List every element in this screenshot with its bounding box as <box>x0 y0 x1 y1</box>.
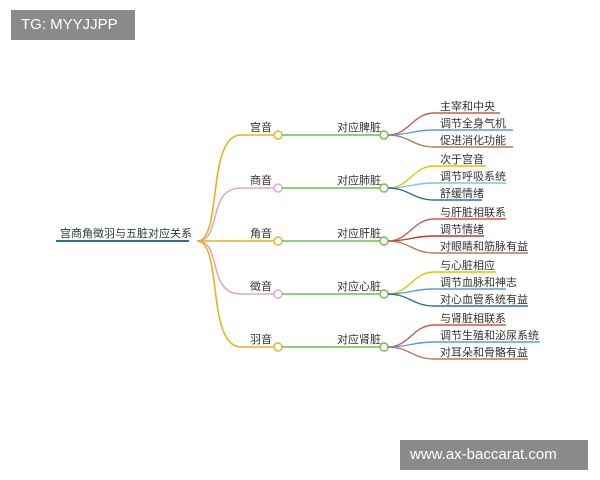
leaf-label-4-2: 对耳朵和骨骼有益 <box>440 345 528 359</box>
leaf-connector-4-2 <box>387 346 435 360</box>
tone-label-0: 宫音 <box>250 120 272 134</box>
branch-connector-3 <box>196 240 242 295</box>
branch-connector-0 <box>196 134 242 242</box>
leaf-label-1-2: 舒缓情绪 <box>440 186 484 200</box>
tone-node-0 <box>273 130 283 140</box>
leaf-connector-3-2 <box>387 293 435 307</box>
leaf-connector-2-0 <box>387 218 435 242</box>
leaf-label-3-0: 与心脏相应 <box>440 258 495 272</box>
leaf-label-1-1: 调节呼吸系统 <box>440 170 506 183</box>
leaf-connector-2-1 <box>387 235 435 242</box>
tone-node-4 <box>273 342 283 352</box>
leaf-label-0-2: 促进消化功能 <box>440 133 506 147</box>
organ-label-1: 对应肺脏 <box>337 173 381 187</box>
organ-node-4 <box>379 342 389 352</box>
organ-label-2: 对应肝脏 <box>337 226 381 240</box>
tone-node-1 <box>273 183 283 193</box>
leaf-connector-3-0 <box>387 271 435 295</box>
branch-connector-1 <box>196 187 242 242</box>
leaf-label-2-2: 对眼睛和筋脉有益 <box>440 239 528 253</box>
leaf-label-3-1: 调节血脉和神志 <box>440 275 517 289</box>
tone-label-2: 角音 <box>250 226 272 240</box>
leaf-label-3-2: 对心血管系统有益 <box>440 292 528 306</box>
tone-node-2 <box>273 236 283 246</box>
organ-node-1 <box>379 183 389 193</box>
leaf-connector-2-2 <box>387 240 435 254</box>
leaf-label-4-1: 调节生殖和泌尿系统 <box>440 328 539 342</box>
watermark-bottom: www.ax-baccarat.com <box>400 440 588 470</box>
leaf-label-0-1: 调节全身气机 <box>440 116 506 130</box>
organ-label-4: 对应肾脏 <box>337 332 381 346</box>
organ-node-0 <box>379 130 389 140</box>
tone-node-3 <box>273 289 283 299</box>
organ-node-2 <box>379 236 389 246</box>
leaf-connector-4-0 <box>387 324 435 348</box>
leaf-connector-1-0 <box>387 165 435 189</box>
leaf-connector-3-1 <box>387 288 435 295</box>
leaf-connector-4-1 <box>387 341 435 348</box>
leaf-connector-0-2 <box>387 134 435 148</box>
root-label: 宫商角徵羽与五脏对应关系 <box>60 226 192 240</box>
leaf-connector-0-1 <box>387 129 435 136</box>
leaf-connector-1-1 <box>387 182 435 189</box>
organ-label-0: 对应脾脏 <box>337 120 381 134</box>
leaf-label-2-0: 与肝脏相联系 <box>440 206 506 219</box>
organ-label-3: 对应心脏 <box>337 279 381 293</box>
tone-label-1: 商音 <box>250 173 272 187</box>
leaf-connector-0-0 <box>387 112 435 136</box>
organ-node-3 <box>379 289 389 299</box>
leaf-connector-1-2 <box>387 187 435 201</box>
branch-connector-4 <box>196 240 242 348</box>
tone-label-4: 羽音 <box>250 332 272 346</box>
leaf-label-0-0: 主宰和中央 <box>440 99 495 113</box>
leaf-label-4-0: 与肾脏相联系 <box>440 312 506 325</box>
watermark-top: TG: MYYJJPP <box>11 10 135 40</box>
leaf-label-1-0: 次于宫音 <box>440 152 484 166</box>
leaf-label-2-1: 调节情绪 <box>440 222 484 236</box>
tone-label-3: 徵音 <box>250 279 272 293</box>
